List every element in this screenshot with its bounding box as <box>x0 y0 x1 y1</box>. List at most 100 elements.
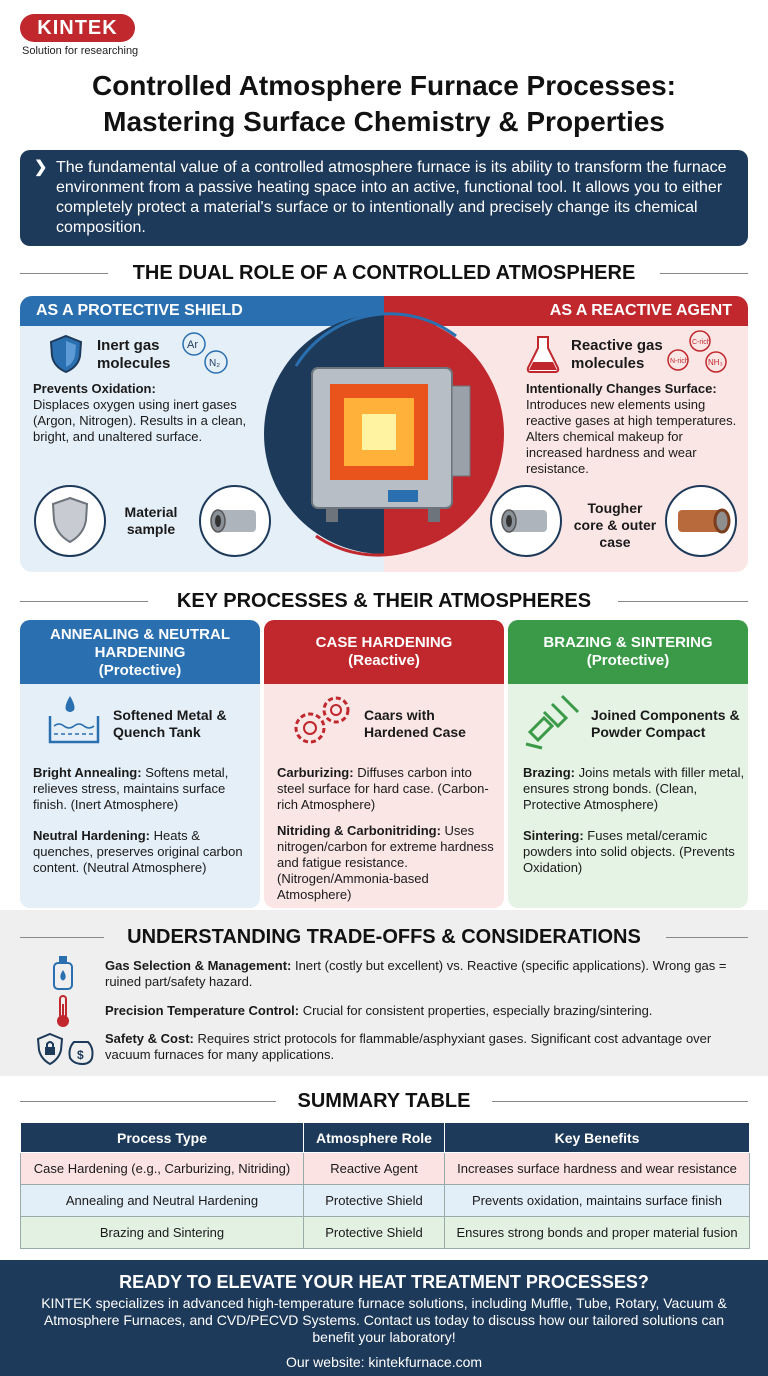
brazing-text: Brazing: Joins metals with filler metal,… <box>523 765 745 813</box>
temperature-control-item: Precision Temperature Control: Crucial f… <box>105 1003 745 1019</box>
col-process-type: Process Type <box>20 1122 304 1153</box>
gas-cylinder-icon <box>53 956 73 990</box>
key-processes-heading-text: KEY PROCESSES & THEIR ATMOSPHERES <box>176 590 592 612</box>
svg-text:$: $ <box>77 1048 84 1062</box>
summary-table: Process Type Atmosphere Role Key Benefit… <box>20 1122 750 1249</box>
key-processes-heading: KEY PROCESSES & THEIR ATMOSPHERES <box>0 588 768 614</box>
table-cell: Protective Shield <box>303 1216 445 1249</box>
gas-selection-bold: Gas Selection & Management: <box>105 958 292 973</box>
sintering-text: Sintering: Fuses metal/ceramic powders i… <box>523 828 745 876</box>
quench-tank-label: Softened Metal & Quench Tank <box>113 707 227 740</box>
intro-box: ❯ The fundamental value of a controlled … <box>20 150 748 246</box>
ammonia-molecule: NH₃ <box>708 358 723 367</box>
summary-heading: SUMMARY TABLE <box>0 1088 768 1114</box>
process-card-case-hardening: CASE HARDENING (Reactive) <box>264 620 504 908</box>
table-cell: Brazing and Sintering <box>20 1216 304 1249</box>
nitrogen-molecule: N₂ <box>209 358 220 369</box>
argon-molecule: Ar <box>187 339 198 351</box>
table-cell: Increases surface hardness and wear resi… <box>444 1152 750 1185</box>
temperature-control-bold: Precision Temperature Control: <box>105 1003 300 1018</box>
nitriding-desc: Uses nitrogen/carbon for extreme hardnes… <box>277 823 494 902</box>
shield-icon <box>49 334 83 374</box>
nitrogen-rich-molecule: N-rich <box>670 358 689 365</box>
footer-cta: READY TO ELEVATE YOUR HEAT TREATMENT PRO… <box>0 1260 768 1376</box>
inert-gas-label: Inert gas molecules <box>97 337 171 372</box>
reactive-description: Intentionally Changes Surface: Introduce… <box>526 381 742 477</box>
tradeoffs-section <box>0 910 768 1076</box>
gas-selection-item: Gas Selection & Management: Inert (costl… <box>105 958 745 990</box>
sintering-desc: Fuses metal/ceramic powders into solid o… <box>523 828 735 875</box>
reactive-desc-text: Introduces new elements using reactive g… <box>526 397 737 476</box>
sintering-bold: Sintering: <box>523 828 584 843</box>
hardened-tube-icon <box>490 485 562 557</box>
table-cell: Protective Shield <box>303 1184 445 1217</box>
table-cell: Prevents oxidation, maintains surface fi… <box>444 1184 750 1217</box>
table-row: Case Hardening (e.g., Carburizing, Nitri… <box>20 1152 750 1185</box>
card-title: CASE HARDENING <box>315 634 453 651</box>
summary-heading-text: SUMMARY TABLE <box>297 1090 471 1112</box>
thermometer-icon <box>57 995 69 1027</box>
protective-desc-bold: Prevents Oxidation: <box>33 381 156 396</box>
protective-description: Prevents Oxidation: Displaces oxygen usi… <box>33 381 265 445</box>
footer-heading: READY TO ELEVATE YOUR HEAT TREATMENT PRO… <box>119 1272 649 1292</box>
card-role: (Protective) <box>98 662 182 679</box>
carburizing-desc: Diffuses carbon into steel surface for h… <box>277 765 489 812</box>
carburizing-bold: Carburizing: <box>277 765 354 780</box>
card-role: (Reactive) <box>348 652 420 669</box>
gas-selection-text: Inert (costly but excellent) vs. Reactiv… <box>105 958 727 989</box>
tougher-core-label: Tougher core & outer case <box>573 500 657 550</box>
protective-desc-text: Displaces oxygen using inert gases (Argo… <box>33 397 247 444</box>
card-title: BRAZING & SINTERING <box>543 634 713 651</box>
page-title: Controlled Atmosphere Furnace Processes:… <box>0 68 768 140</box>
card-role: (Protective) <box>586 652 670 669</box>
protective-shield-band: AS A PROTECTIVE SHIELD <box>20 296 384 326</box>
footer-body: KINTEK specializes in advanced high-temp… <box>41 1295 727 1345</box>
reactive-agent-band: AS A REACTIVE AGENT <box>384 296 748 326</box>
table-cell: Annealing and Neutral Hardening <box>20 1184 304 1217</box>
safety-cost-text: Requires strict protocols for flammable/… <box>105 1031 712 1062</box>
safety-cost-icon: $ <box>36 1032 94 1066</box>
carburizing-text: Carburizing: Diffuses carbon into steel … <box>277 765 499 813</box>
table-row: Brazing and Sintering Protective Shield … <box>20 1216 750 1249</box>
nitriding-text: Nitriding & Carbonitriding: Uses nitroge… <box>277 823 499 903</box>
neutral-hardening-bold: Neutral Hardening: <box>33 828 151 843</box>
process-card-annealing: ANNEALING & NEUTRAL HARDENING (Protectiv… <box>20 620 260 908</box>
nitriding-bold: Nitriding & Carbonitriding: <box>277 823 441 838</box>
brand-tagline: Solution for researching <box>22 45 139 57</box>
summary-header-row: Process Type Atmosphere Role Key Benefit… <box>20 1122 750 1153</box>
table-row: Annealing and Neutral Hardening Protecti… <box>20 1184 750 1217</box>
quench-tank-icon <box>48 696 100 744</box>
tradeoffs-heading: UNDERSTANDING TRADE-OFFS & CONSIDERATION… <box>0 924 768 950</box>
kintek-logo: KINTEK <box>20 14 135 42</box>
chevron-right-icon: ❯ <box>34 159 48 176</box>
carbon-rich-molecule: C-rich <box>692 339 711 346</box>
neutral-hardening-desc: Heats & quenches, preserves original car… <box>33 828 243 875</box>
brazing-desc: Joins metals with filler metal, ensures … <box>523 765 745 812</box>
material-sample-label: Material sample <box>124 504 178 537</box>
brazing-bold: Brazing: <box>523 765 575 780</box>
gears-icon <box>294 696 350 744</box>
tradeoffs-heading-text: UNDERSTANDING TRADE-OFFS & CONSIDERATION… <box>127 926 641 948</box>
flask-icon <box>526 336 560 373</box>
joined-components-label: Joined Components & Powder Compact <box>591 707 740 740</box>
joined-components-icon <box>525 694 580 750</box>
table-cell: Ensures strong bonds and proper material… <box>444 1216 750 1249</box>
dual-role-heading-text: THE DUAL ROLE OF A CONTROLLED ATMOSPHERE <box>132 262 636 284</box>
dual-role-heading: THE DUAL ROLE OF A CONTROLLED ATMOSPHERE <box>0 260 768 286</box>
reactive-desc-bold: Intentionally Changes Surface: <box>526 381 717 396</box>
bright-annealing-bold: Bright Annealing: <box>33 765 142 780</box>
table-cell: Case Hardening (e.g., Carburizing, Nitri… <box>20 1152 304 1185</box>
gas-molecules-icon: Ar N₂ <box>182 332 228 374</box>
table-cell: Reactive Agent <box>303 1152 445 1185</box>
col-atmosphere-role: Atmosphere Role <box>303 1122 445 1153</box>
footer-website-link[interactable]: Our website: kintekfurnace.com <box>285 1354 483 1370</box>
title-line-2: Mastering Surface Chemistry & Properties <box>103 106 665 137</box>
reactive-gas-label: Reactive gas molecules <box>571 337 663 372</box>
neutral-hardening-text: Neutral Hardening: Heats & quenches, pre… <box>33 828 255 876</box>
title-line-1: Controlled Atmosphere Furnace Processes: <box>91 70 676 101</box>
bright-annealing-desc: Softens metal, relieves stress, maintain… <box>33 765 229 812</box>
intro-text: The fundamental value of a controlled at… <box>56 159 727 236</box>
safety-cost-item: Safety & Cost: Requires strict protocols… <box>105 1031 745 1063</box>
gears-label: Caars with Hardened Case <box>364 707 466 740</box>
temperature-control-text: Crucial for consistent properties, espec… <box>302 1003 653 1018</box>
